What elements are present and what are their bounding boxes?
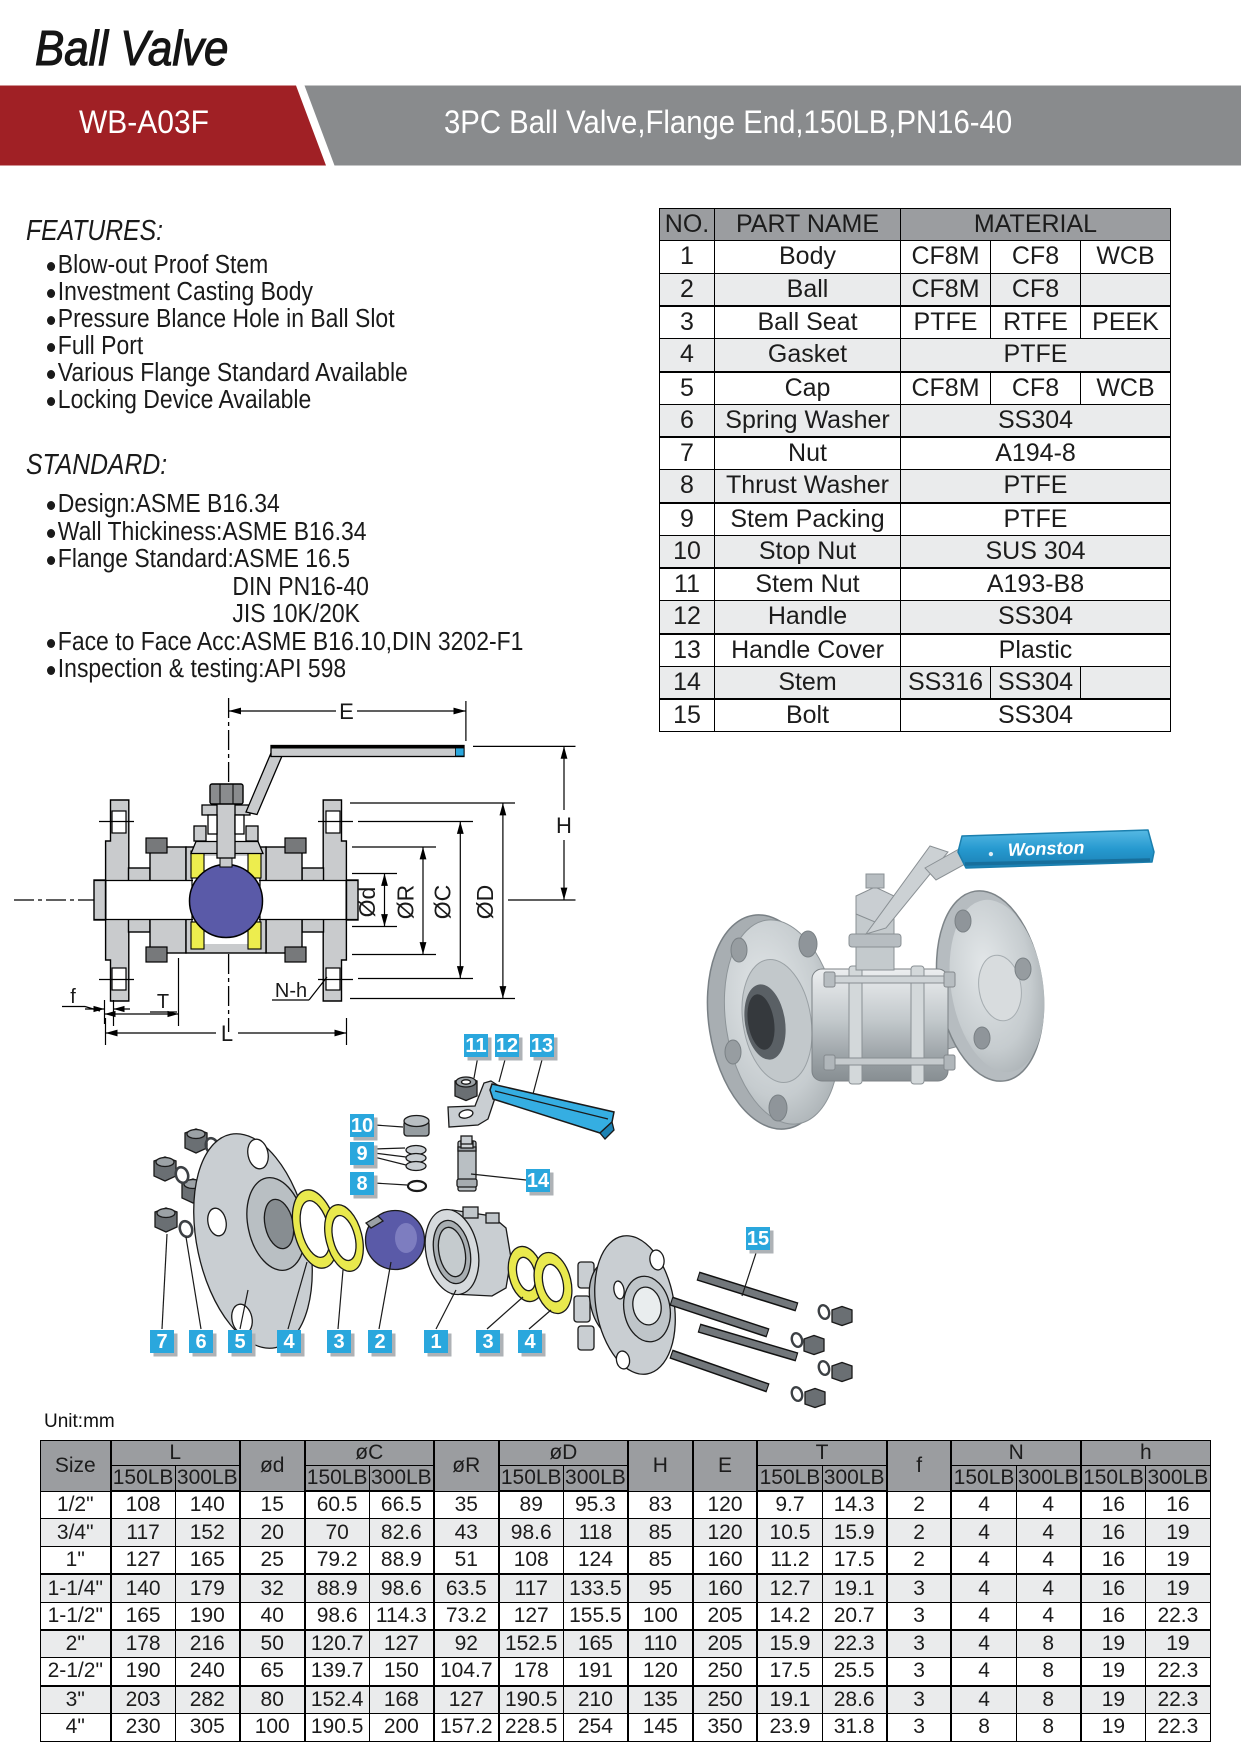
svg-text:●: ● xyxy=(988,849,994,860)
svg-text:11: 11 xyxy=(465,1035,486,1057)
svg-text:12: 12 xyxy=(496,1035,518,1057)
svg-text:ØC: ØC xyxy=(430,885,456,920)
svg-text:1: 1 xyxy=(430,1331,441,1353)
svg-text:6: 6 xyxy=(195,1331,206,1353)
svg-text:ØD: ØD xyxy=(472,885,498,920)
svg-text:N-h: N-h xyxy=(275,980,307,1002)
svg-text:10: 10 xyxy=(351,1115,373,1137)
svg-text:f: f xyxy=(70,986,76,1008)
svg-text:5: 5 xyxy=(234,1331,245,1353)
svg-text:4: 4 xyxy=(283,1331,295,1353)
svg-text:15: 15 xyxy=(747,1228,769,1250)
svg-text:8: 8 xyxy=(356,1173,367,1195)
svg-text:E: E xyxy=(339,699,354,724)
svg-text:T: T xyxy=(157,991,169,1013)
svg-text:2: 2 xyxy=(374,1331,385,1353)
svg-text:13: 13 xyxy=(531,1035,553,1057)
svg-text:L: L xyxy=(221,1021,233,1046)
svg-text:H: H xyxy=(556,813,572,838)
svg-text:9: 9 xyxy=(356,1143,367,1165)
svg-text:7: 7 xyxy=(156,1331,167,1353)
svg-text:4: 4 xyxy=(524,1331,536,1353)
svg-text:14: 14 xyxy=(527,1170,550,1192)
svg-text:3: 3 xyxy=(482,1331,493,1353)
svg-text:Wonston: Wonston xyxy=(1007,837,1084,860)
svg-text:3: 3 xyxy=(333,1331,344,1353)
svg-text:Ød: Ød xyxy=(354,887,380,918)
svg-text:ØR: ØR xyxy=(393,885,419,920)
